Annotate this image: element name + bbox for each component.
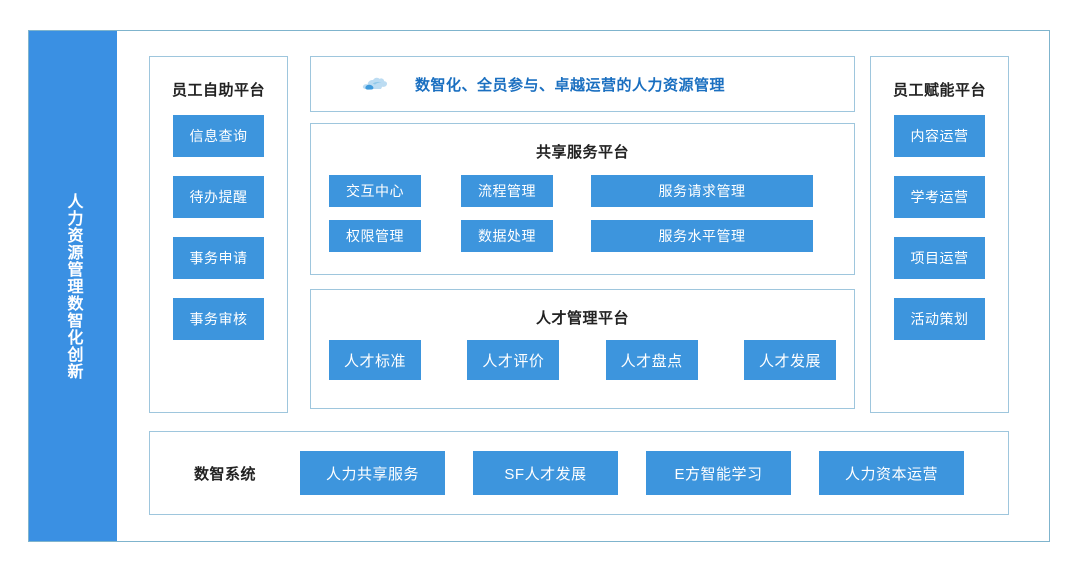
chip-sf-talent-development[interactable]: SF人才发展: [473, 451, 618, 495]
panel-title-left: 员工自助平台: [171, 82, 265, 99]
center-column: 数智化、全员参与、卓越运营的人力资源管理 共享服务平台 交互中心 流程管理 服务…: [310, 56, 855, 409]
bottom-bar-items: 人力共享服务 SF人才发展 E方智能学习 人力资本运营: [300, 451, 964, 495]
chip-todo-reminder[interactable]: 待办提醒: [173, 176, 264, 218]
chip-activity-planning[interactable]: 活动策划: [894, 298, 985, 340]
chip-data-processing[interactable]: 数据处理: [461, 220, 553, 252]
group-title-talent-management: 人才管理平台: [535, 310, 629, 327]
chip-info-query[interactable]: 信息查询: [173, 115, 264, 157]
chip-affair-review[interactable]: 事务审核: [173, 298, 264, 340]
chip-learning-exam-operation[interactable]: 学考运营: [894, 176, 985, 218]
chip-permission-management[interactable]: 权限管理: [329, 220, 421, 252]
chip-talent-inventory[interactable]: 人才盘点: [605, 340, 698, 380]
panel-employee-self-service: 员工自助平台 信息查询 待办提醒 事务申请 事务审核: [149, 56, 288, 413]
chip-project-operation[interactable]: 项目运营: [894, 237, 985, 279]
group-shared-service-platform: 共享服务平台 交互中心 流程管理 服务请求管理 权限管理 数据处理 服务水平管理: [310, 123, 855, 275]
chip-hr-shared-service[interactable]: 人力共享服务: [300, 451, 445, 495]
group-title-shared-service: 共享服务平台: [535, 144, 629, 161]
chip-service-level-management[interactable]: 服务水平管理: [591, 220, 813, 252]
chip-service-request-management[interactable]: 服务请求管理: [591, 175, 813, 207]
group-talent-management-platform: 人才管理平台 人才标准 人才评价 人才盘点 人才发展: [310, 289, 855, 409]
chip-talent-development[interactable]: 人才发展: [743, 340, 836, 380]
panel-items-right: 内容运营 学考运营 项目运营 活动策划: [871, 115, 1008, 340]
vertical-title-band: 人力资源管理数智化创新: [29, 31, 117, 541]
cloud-swoosh-icon: [362, 77, 388, 90]
shared-service-row-2: 权限管理 数据处理 服务水平管理: [311, 220, 854, 252]
headline-banner: 数智化、全员参与、卓越运营的人力资源管理: [310, 56, 855, 112]
bottom-systems-bar: 数智系统 人力共享服务 SF人才发展 E方智能学习 人力资本运营: [149, 431, 1009, 515]
chip-talent-evaluation[interactable]: 人才评价: [467, 340, 560, 380]
chip-human-capital-operation[interactable]: 人力资本运营: [819, 451, 964, 495]
vertical-title-label: 人力资源管理数智化创新: [64, 192, 82, 380]
diagram-content: 员工自助平台 信息查询 待办提醒 事务申请 事务审核 员工赋能平台 内容运营 学…: [125, 31, 1050, 541]
bottom-bar-label: 数智系统: [193, 465, 256, 483]
chip-content-operation[interactable]: 内容运营: [894, 115, 985, 157]
headline-banner-text: 数智化、全员参与、卓越运营的人力资源管理: [415, 76, 726, 94]
chip-interaction-center[interactable]: 交互中心: [329, 175, 421, 207]
panel-employee-enablement: 员工赋能平台 内容运营 学考运营 项目运营 活动策划: [870, 56, 1009, 413]
shared-service-row-1: 交互中心 流程管理 服务请求管理: [311, 175, 854, 207]
talent-row: 人才标准 人才评价 人才盘点 人才发展: [311, 340, 854, 380]
chip-talent-standard[interactable]: 人才标准: [329, 340, 421, 380]
panel-title-right: 员工赋能平台: [892, 82, 986, 99]
chip-affair-application[interactable]: 事务申请: [173, 237, 264, 279]
chip-process-management[interactable]: 流程管理: [461, 175, 553, 207]
chip-efang-smart-learning[interactable]: E方智能学习: [646, 451, 791, 495]
panel-items-left: 信息查询 待办提醒 事务申请 事务审核: [150, 115, 287, 340]
